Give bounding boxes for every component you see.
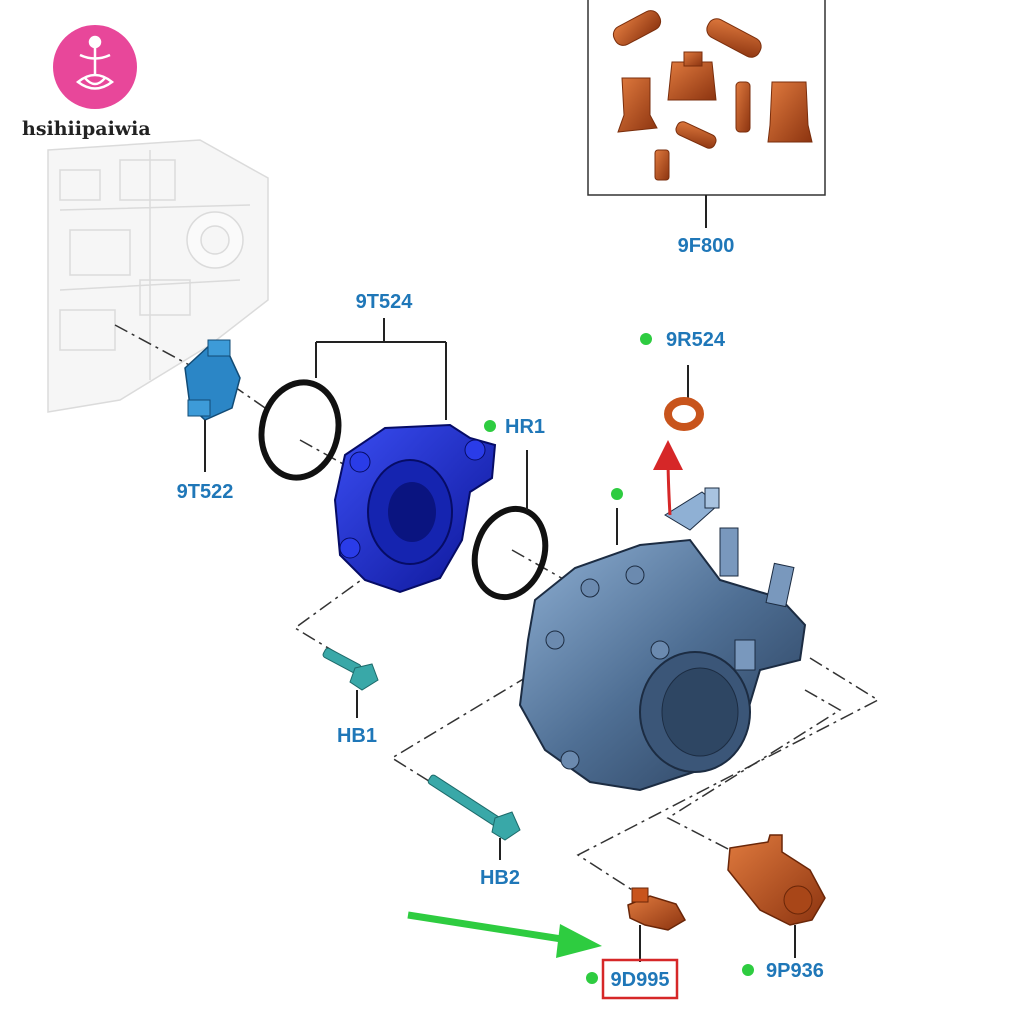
- brand-logo: hsihiipaiwia: [22, 25, 151, 140]
- label-9f800: 9F800: [678, 235, 735, 257]
- highlight-box: [601, 958, 679, 1000]
- green-dot: [742, 964, 754, 976]
- label-hb2: HB2: [480, 867, 520, 889]
- kit-parts: [612, 10, 813, 181]
- red-install-arrow: [653, 440, 684, 516]
- washer-ring: [664, 397, 704, 431]
- seal-group-9t524: 9T524: [258, 291, 549, 601]
- marker-hr1: HR1: [484, 416, 545, 510]
- washer-9r524: 9R524: [640, 329, 726, 516]
- label-9t522: 9T522: [177, 481, 234, 503]
- bolt-hb1: HB1: [322, 647, 379, 747]
- label-9d995: 9D995: [611, 969, 670, 991]
- lotus-figure-glyph: [75, 35, 115, 90]
- label-hb1: HB1: [337, 725, 377, 747]
- green-dot: [640, 333, 652, 345]
- o-ring-hr1: [471, 505, 549, 601]
- label-9r524: 9R524: [666, 329, 726, 351]
- o-ring-front: [258, 379, 342, 481]
- valve-9p936: 9P936: [727, 834, 826, 982]
- coupling-9t522: 9T522: [177, 339, 241, 503]
- green-dot: [611, 488, 623, 500]
- brand-name: hsihiipaiwia: [22, 118, 151, 140]
- bolt-hb2: HB2: [427, 774, 521, 889]
- high-pressure-pump: [518, 487, 807, 792]
- kit-9f800: 9F800: [587, 0, 826, 257]
- label-9t524: 9T524: [356, 291, 414, 313]
- green-dot: [484, 420, 496, 432]
- engine-block: [47, 139, 269, 413]
- sensor-9d995: 9D995: [586, 887, 687, 1000]
- green-pointer-arrow: [407, 911, 602, 958]
- green-dot: [586, 972, 598, 984]
- label-9p936: 9P936: [766, 960, 824, 982]
- pump-housing: [333, 423, 497, 594]
- label-hr1: HR1: [505, 416, 545, 438]
